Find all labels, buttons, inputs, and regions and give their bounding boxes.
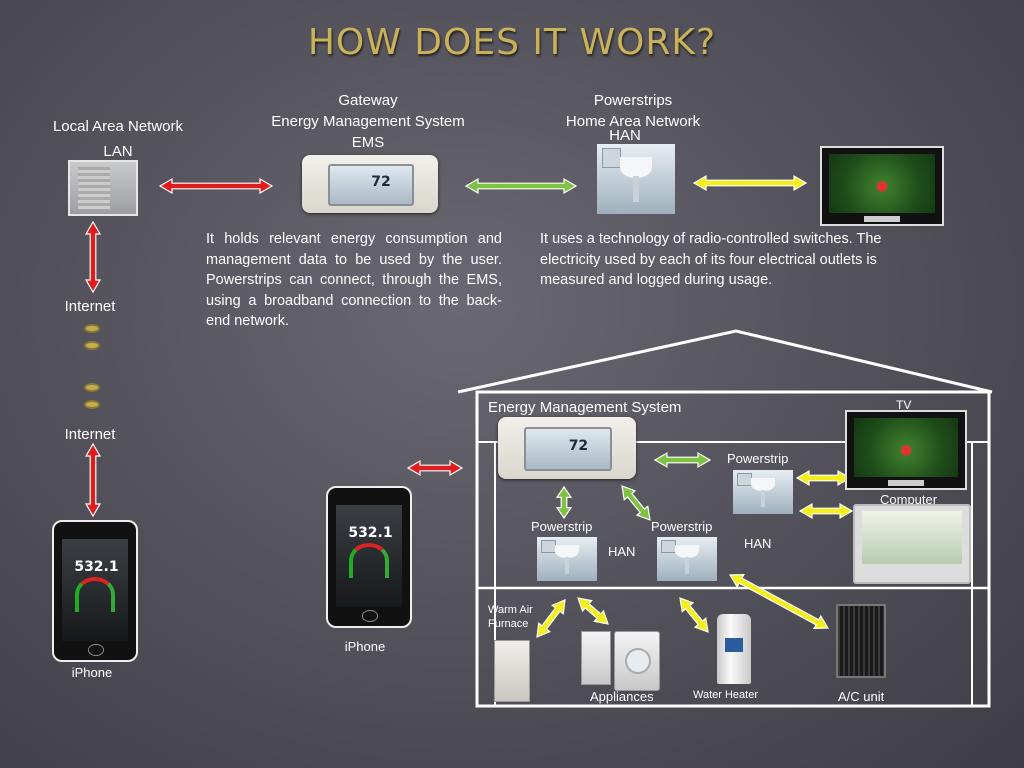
house-powerstrip-right-image — [733, 470, 793, 514]
ems-thermostat-image: 72 — [302, 155, 438, 213]
powerstrips-label: Powerstrips Home Area Network — [540, 90, 726, 132]
house-tv-image — [845, 410, 967, 490]
arrow-powerstrip-computer — [798, 502, 854, 520]
arrow-powerstrip-water-heater — [679, 597, 709, 633]
arrow-internet-iphone — [84, 442, 102, 518]
iphone-center-image: 532.1 — [326, 486, 412, 628]
arrow-iphone-house — [406, 459, 464, 477]
thermostat-reading: 72 — [371, 174, 391, 191]
arrow-lan-internet — [84, 220, 102, 294]
house-powerstrip-mid-image — [657, 537, 717, 581]
refrigerator-image — [581, 631, 611, 685]
lan-label-line2: LAN — [103, 143, 133, 160]
computer-image — [853, 504, 971, 584]
powerstrips-label-line3: HAN — [609, 127, 641, 144]
furnace-label-line1: Warm Air — [488, 604, 533, 616]
ac-unit-image — [836, 604, 886, 678]
powerstrip-description: It uses a technology of radio-controlled… — [540, 231, 882, 288]
lan-label-line1: Local Area Network — [52, 118, 184, 135]
house-powerstrip-mid-label: Powerstrip — [651, 519, 713, 534]
iphone-left-label: iPhone — [71, 665, 113, 680]
house-ems-thermostat-image: 72 — [498, 417, 636, 479]
gateway-label-line3: EMS — [351, 134, 385, 151]
powerstrips-label-line1: Powerstrips — [593, 92, 673, 109]
water-heater-label: Water Heater — [693, 689, 759, 701]
connection-bead — [84, 324, 100, 333]
house-powerstrip-right-label: Powerstrip — [727, 451, 789, 466]
arrow-ems-powerstrip — [464, 177, 578, 195]
house-tv-label: TV — [896, 398, 912, 412]
tv-image — [820, 146, 944, 226]
house-computer-label: Computer — [880, 492, 938, 507]
gateway-label-line2: Energy Management System — [271, 113, 465, 130]
arrow-powerstrip-ac — [728, 573, 830, 630]
connection-bead — [84, 400, 100, 409]
internet-label-bottom: Internet — [64, 426, 116, 443]
internet-label-top: Internet — [64, 298, 116, 315]
washer-image — [614, 631, 660, 691]
page-title: HOW DOES IT WORK? — [307, 22, 717, 63]
ac-unit-label: A/C unit — [838, 689, 885, 704]
house-powerstrip-left-label: Powerstrip — [531, 519, 593, 534]
house-outline — [475, 390, 991, 708]
arrow-powerstrip-tv — [692, 174, 808, 192]
phone-reading: 532.1 — [74, 558, 119, 575]
house-han-left-label: HAN — [608, 544, 636, 559]
gateway-label: Gateway Energy Management System EMS — [248, 90, 488, 153]
powerstrips-label-line2: Home Area Network — [565, 113, 701, 130]
powerstrip-image — [597, 144, 675, 214]
iphone-left-image: 532.1 — [52, 520, 138, 662]
gateway-description: It holds relevant energy consumption and… — [206, 231, 502, 329]
water-heater-image — [717, 614, 751, 684]
arrow-powerstrip-appliances — [577, 597, 609, 625]
arrow-powerstrip-tv-house — [795, 469, 852, 487]
connection-bead — [84, 383, 100, 392]
furnace-image — [494, 640, 530, 702]
furnace-label-line2: Furnace — [488, 618, 529, 630]
arrow-ems-powerstrip-right — [653, 451, 712, 469]
iphone-center-label: iPhone — [344, 639, 386, 654]
arrow-ems-powerstrip-mid — [621, 485, 651, 521]
appliances-label: Appliances — [590, 689, 654, 704]
phone-reading: 532.1 — [348, 524, 393, 541]
lan-router-image — [68, 160, 138, 216]
lan-label: Local Area Network LAN — [30, 116, 206, 162]
arrow-ems-powerstrip-left — [555, 485, 573, 520]
furnace-label: Warm Air Furnace — [488, 603, 533, 631]
arrow-powerstrip-furnace — [536, 599, 566, 638]
gateway-label-line1: Gateway — [338, 92, 398, 109]
house-powerstrip-left-image — [537, 537, 597, 581]
house-han-right-label: HAN — [744, 536, 772, 551]
connection-bead — [84, 341, 100, 350]
house-ems-label: Energy Management System — [488, 399, 682, 416]
house-roof — [457, 329, 993, 394]
thermostat-reading: 72 — [568, 437, 589, 454]
arrow-lan-ems — [158, 177, 274, 195]
